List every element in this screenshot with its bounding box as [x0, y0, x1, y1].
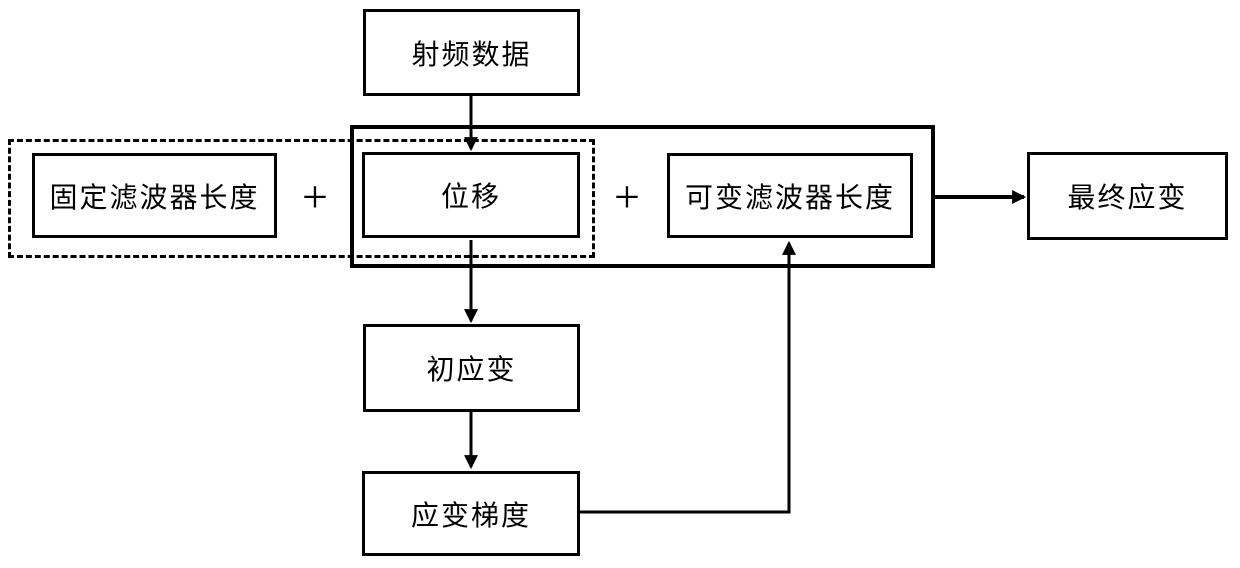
- node-final-strain: 最终应变: [1027, 152, 1228, 240]
- arrow-straingradient-to-variablefilter: [580, 240, 796, 514]
- node-fixed-filter-length: 固定滤波器长度: [32, 153, 277, 238]
- node-initial-strain: 初应变: [363, 324, 580, 412]
- node-strain-gradient: 应变梯度: [362, 471, 580, 556]
- plus-operator-left: +: [302, 171, 328, 222]
- node-variable-filter-length: 可变滤波器长度: [667, 153, 913, 238]
- node-displacement: 位移: [362, 152, 580, 238]
- node-rf-data: 射频数据: [363, 9, 580, 96]
- dashed-group-box: [8, 139, 595, 258]
- plus-operator-right: +: [614, 171, 640, 222]
